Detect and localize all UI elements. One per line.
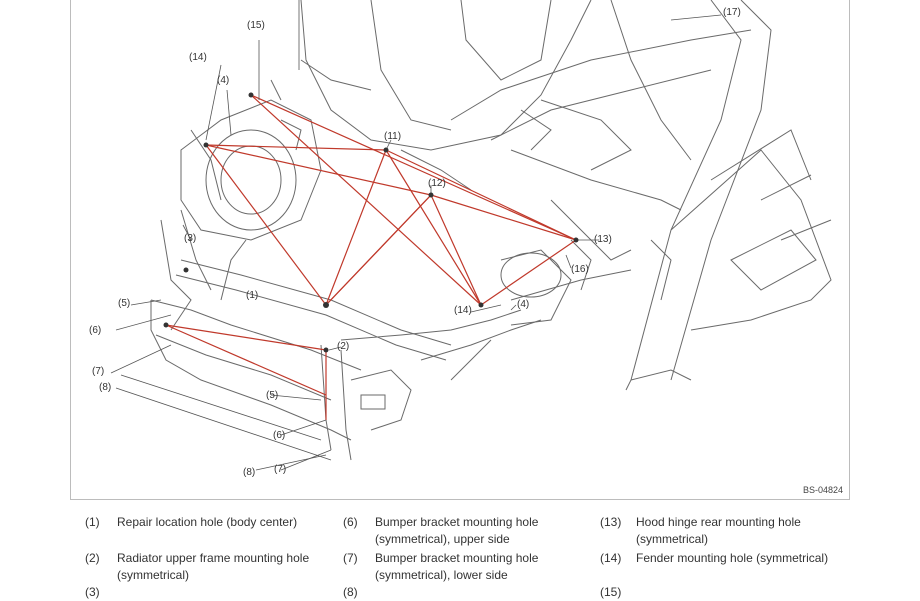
callout-4: (4) bbox=[217, 75, 230, 86]
legend-number: (2) bbox=[85, 551, 100, 565]
legend-number: (6) bbox=[343, 515, 358, 529]
legend-number: (7) bbox=[343, 551, 358, 565]
legend-number: (13) bbox=[600, 515, 622, 529]
callout-3: (3) bbox=[184, 233, 197, 244]
callout-4-right: (4) bbox=[517, 299, 530, 310]
legend-text: Bumper bracket mounting hole (symmetrica… bbox=[375, 551, 539, 582]
callout-11: (11) bbox=[384, 131, 402, 142]
callout-13: (13) bbox=[594, 234, 612, 245]
legend-number: (8) bbox=[343, 585, 358, 599]
callout-1: (1) bbox=[246, 290, 259, 301]
callout-15: (15) bbox=[247, 20, 265, 31]
legend-number: (3) bbox=[85, 585, 100, 599]
legend-text: Repair location hole (body center) bbox=[117, 515, 298, 529]
callout-7-lower: (7) bbox=[274, 464, 287, 475]
legend-text: Bumper bracket mounting hole (symmetrica… bbox=[375, 515, 539, 546]
callout-14: (14) bbox=[189, 52, 207, 63]
callout-6: (6) bbox=[89, 325, 102, 336]
legend-text: Radiator upper frame mounting hole (symm… bbox=[117, 551, 310, 582]
callout-12: (12) bbox=[428, 178, 446, 189]
figure-frame: (15) (14) (4) (11) (12) (13) (16) (17) (… bbox=[70, 0, 850, 500]
callout-2: (2) bbox=[337, 341, 350, 352]
callout-17: (17) bbox=[723, 7, 741, 18]
callout-5-lower: (5) bbox=[266, 390, 279, 401]
figure-code: BS-04824 bbox=[802, 485, 843, 495]
legend-text: Hood hinge rear mounting hole (symmetric… bbox=[636, 515, 801, 546]
mounting-points bbox=[163, 92, 579, 353]
legend-number: (1) bbox=[85, 515, 100, 529]
callout-6-lower: (6) bbox=[273, 430, 286, 441]
callout-8-lower: (8) bbox=[243, 467, 256, 478]
callout-14-right: (14) bbox=[454, 305, 472, 316]
legend-number: (14) bbox=[600, 551, 622, 565]
callout-8: (8) bbox=[99, 382, 112, 393]
body-line-art bbox=[150, 0, 832, 461]
legend-text: Fender mounting hole (symmetrical) bbox=[636, 551, 829, 565]
legend: (1) Repair location hole (body center) (… bbox=[0, 512, 920, 599]
callout-5: (5) bbox=[118, 298, 131, 309]
leader-lines bbox=[110, 0, 722, 471]
legend-number: (15) bbox=[600, 585, 622, 599]
callout-7: (7) bbox=[92, 366, 105, 377]
car-body-frame-diagram bbox=[110, 0, 832, 471]
measurement-lines bbox=[165, 94, 577, 420]
callout-16: (16) bbox=[571, 264, 589, 275]
